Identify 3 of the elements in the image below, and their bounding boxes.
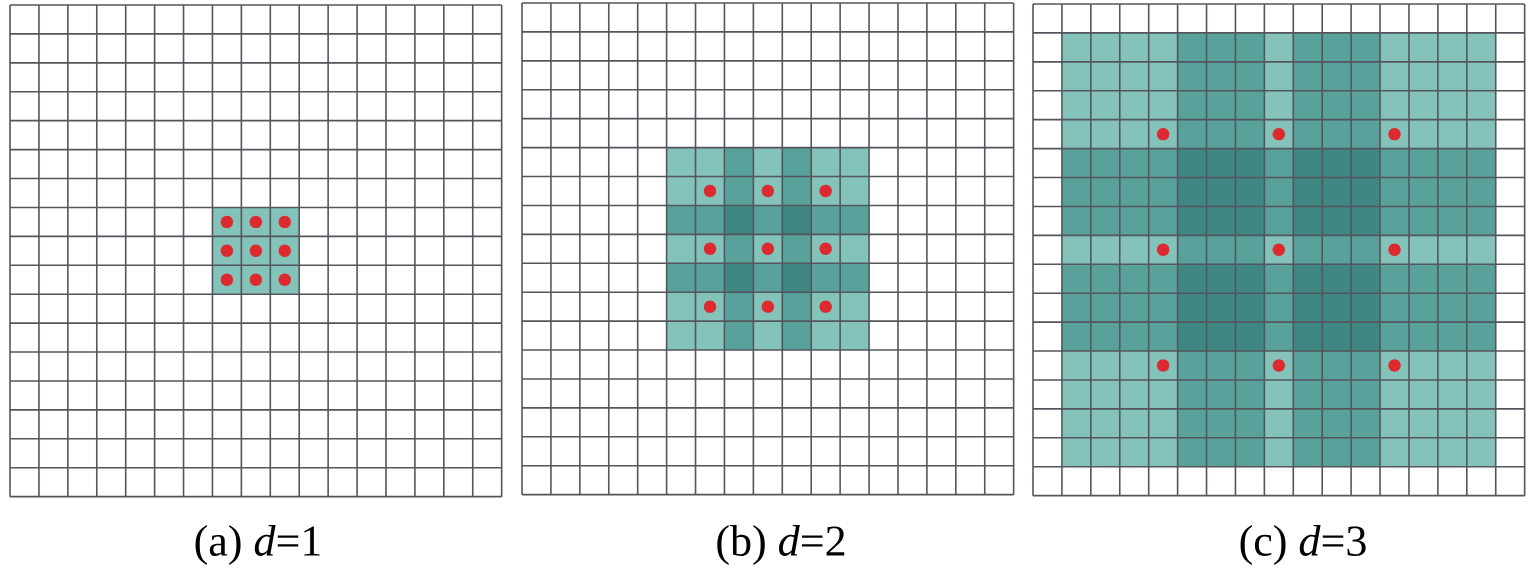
subfigure-caption: (b) d=2 (717, 525, 845, 565)
subfigure-caption: (c) d=3 (1240, 525, 1366, 565)
subfigure-caption: (a) d=1 (195, 525, 320, 565)
